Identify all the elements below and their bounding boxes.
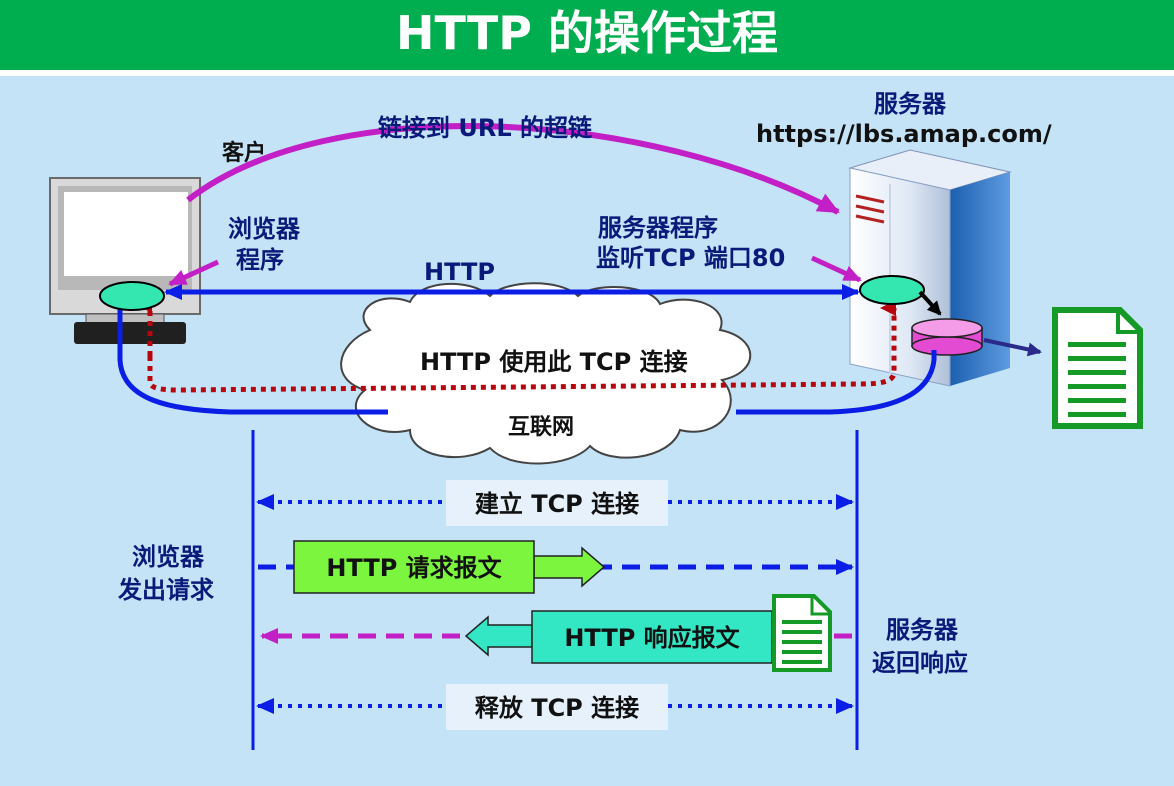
client-label: 客户 <box>222 140 266 166</box>
http-label: HTTP <box>424 258 495 286</box>
browser-request-label-1: 浏览器 <box>132 543 205 571</box>
browser-request-label-2: 发出请求 <box>117 576 214 604</box>
http-request-label: HTTP 请求报文 <box>326 554 502 582</box>
request-direction-arrow <box>533 546 606 588</box>
document-icon <box>1052 307 1143 429</box>
browser-program-pointer <box>168 259 220 287</box>
response-direction-arrow <box>464 615 533 657</box>
server-program-label-1: 服务器程序 <box>598 214 718 242</box>
hyperlink-arc-arrow <box>186 123 840 215</box>
page-title: HTTP 的操作过程 <box>395 6 779 60</box>
client-network-line <box>117 308 388 415</box>
browser-program-label-1: 浏览器 <box>228 215 301 243</box>
http-request-box <box>293 540 535 594</box>
browser-program-label-2: 程序 <box>236 246 284 274</box>
server-url: https://lbs.amap.com/ <box>756 120 1052 148</box>
establish-tcp-label: 建立 TCP 连接 <box>475 490 639 518</box>
server-response-label-1: 服务器 <box>886 616 959 644</box>
tcp-connection-dotted-line <box>147 300 897 393</box>
hyperlink-label: 链接到 URL 的超链 <box>378 114 593 142</box>
tcp-use-label: HTTP 使用此 TCP 连接 <box>420 348 688 376</box>
disk-to-document-arrow <box>983 338 1042 357</box>
server-response-label-2: 返回响应 <box>872 649 968 677</box>
release-tcp-box <box>446 684 668 730</box>
http-response-label: HTTP 响应报文 <box>564 624 740 652</box>
title-bar: HTTP 的操作过程 <box>0 0 1174 76</box>
database-icon <box>911 318 983 356</box>
server-program-pointer <box>810 255 862 283</box>
response-document-icon <box>772 594 832 672</box>
establish-tcp-box <box>446 480 668 526</box>
server-network-line <box>736 350 937 415</box>
http-diagram: 客户 链接到 URL 的超链 服务器 https://lbs.amap.com/… <box>49 90 1143 750</box>
client-port-ellipse <box>99 281 165 311</box>
release-tcp-label: 释放 TCP 连接 <box>475 694 639 722</box>
server-port-ellipse <box>859 275 925 305</box>
server-program-label-2: 监听TCP 端口80 <box>596 244 785 272</box>
server-label: 服务器 <box>874 90 947 118</box>
internet-label: 互联网 <box>508 415 574 440</box>
port-to-disk-arrow <box>918 290 942 316</box>
computer-monitor-icon <box>49 177 201 344</box>
